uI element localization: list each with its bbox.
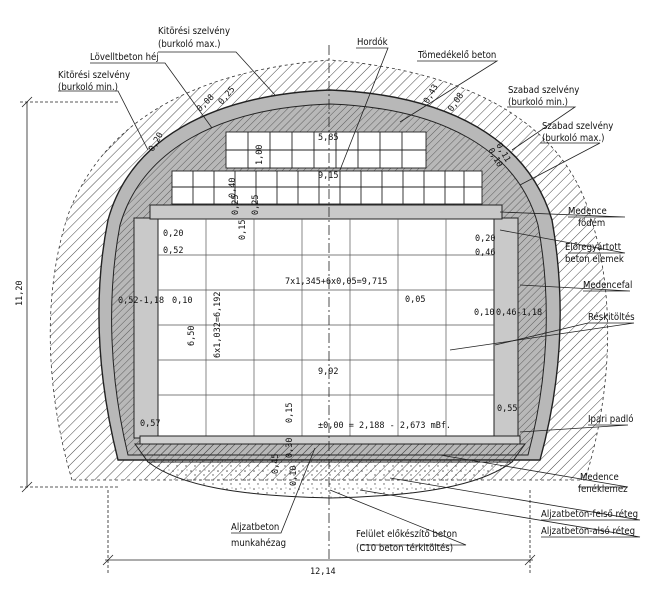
dim-arch-width: 9,15	[318, 171, 338, 181]
dim-span-formula: 7x1,345+6x0,05=9,715	[285, 277, 387, 287]
dim-h015b: 0,15	[285, 403, 295, 423]
label-elore-2: beton elemek	[565, 254, 624, 265]
label-hordok: Hordók	[357, 37, 388, 48]
dim-d052l: 0,52	[163, 246, 183, 256]
label-lovelltbeton: Lövelltbeton héj	[90, 52, 159, 63]
label-kitoresi-min-1: Kitörési szelvény	[58, 70, 130, 81]
label-reskitoltes: Réskitöltés	[588, 312, 635, 323]
leader-lines	[58, 47, 641, 546]
label-aljzat-felso: Aljzatbeton-felső réteg	[541, 509, 638, 520]
dim-arch-top: 5,85	[318, 133, 338, 143]
precast-grid	[158, 219, 494, 436]
sub-base-concrete	[146, 461, 514, 499]
dim-wall-right: 0,46-1,18	[496, 308, 542, 318]
dim-d046r: 0,46	[475, 248, 495, 258]
label-tomedekelo: Tömedékelő beton	[417, 50, 496, 61]
label-medence-fodem-1: Medence	[568, 206, 607, 217]
label-szabad-max-1: Szabad szelvény	[542, 121, 613, 132]
basin-interior	[157, 217, 495, 437]
dim-d010l: 0,10	[172, 296, 192, 306]
dim-h030: 0,30	[285, 438, 295, 458]
dim-level: ±0,00 = 2,188 - 2,673 mBf.	[318, 421, 451, 431]
width-dimension	[102, 490, 536, 575]
label-kitoresi-max-2: (burkoló max.)	[158, 39, 221, 50]
dim-h6x: 6x1,032=6,192	[213, 291, 223, 358]
dim-c025c: 0,25	[251, 195, 261, 215]
label-felulet-1: Felület előkészítő beton	[356, 529, 457, 540]
dim-d020l: 0,20	[163, 229, 183, 239]
dim-wall-left: 0,52-1,18	[118, 296, 164, 306]
width-total-text: 12,14	[310, 567, 336, 577]
dim-h650: 6,50	[187, 326, 197, 346]
label-fenek-2: fenéklemez	[578, 484, 628, 495]
dim-d020r: 0,20	[475, 234, 495, 244]
label-kitoresi-max-1: Kitörési szelvény	[158, 26, 230, 37]
height-total-text: 11,20	[15, 280, 25, 306]
label-medence-fodem-2: födém	[578, 218, 605, 229]
label-kitoresi-min-2: (burkoló min.)	[58, 82, 118, 93]
height-dimension	[20, 96, 120, 493]
dim-h040: 0,40	[228, 178, 238, 198]
dim-h010: 0,10	[289, 466, 299, 486]
label-elore-1: Előregyártott	[565, 242, 622, 253]
dim-d010r: 0,10	[474, 308, 494, 318]
dim-d057: 0,57	[140, 419, 160, 429]
dim-d055: 0,55	[497, 404, 517, 414]
dim-h100: 1,00	[255, 145, 265, 165]
label-szabad-min-2: (burkoló min.)	[508, 97, 568, 108]
label-aljzat-also: Aljzatbeton-alsó réteg	[541, 526, 635, 537]
label-aljzat-munka-1: Aljzatbeton	[231, 522, 279, 533]
label-szabad-min-1: Szabad szelvény	[508, 85, 579, 96]
label-szabad-max-2: (burkoló max.)	[542, 133, 605, 144]
basin-wall-left	[133, 217, 159, 439]
dim-h045: 0,45	[271, 454, 281, 474]
dim-d005: 0,05	[405, 295, 425, 305]
basin-roof-slab	[149, 204, 503, 220]
label-ipari-padlo: Ipari padló	[588, 414, 633, 425]
label-aljzat-munka-2: munkahézag	[231, 538, 286, 549]
barrels-lower-row	[171, 170, 483, 205]
label-fenek-1: Medence	[580, 472, 619, 483]
dim-h015a: 0,15	[238, 220, 248, 240]
dim-w992: 9,92	[318, 367, 338, 377]
barrels-upper-row	[225, 131, 427, 169]
industrial-floor	[139, 435, 521, 445]
dim-c025b: 0,25	[231, 195, 241, 215]
label-medencefal: Medencefal	[583, 280, 632, 291]
label-felulet-2: (C10 beton térkitöltés)	[356, 543, 453, 554]
